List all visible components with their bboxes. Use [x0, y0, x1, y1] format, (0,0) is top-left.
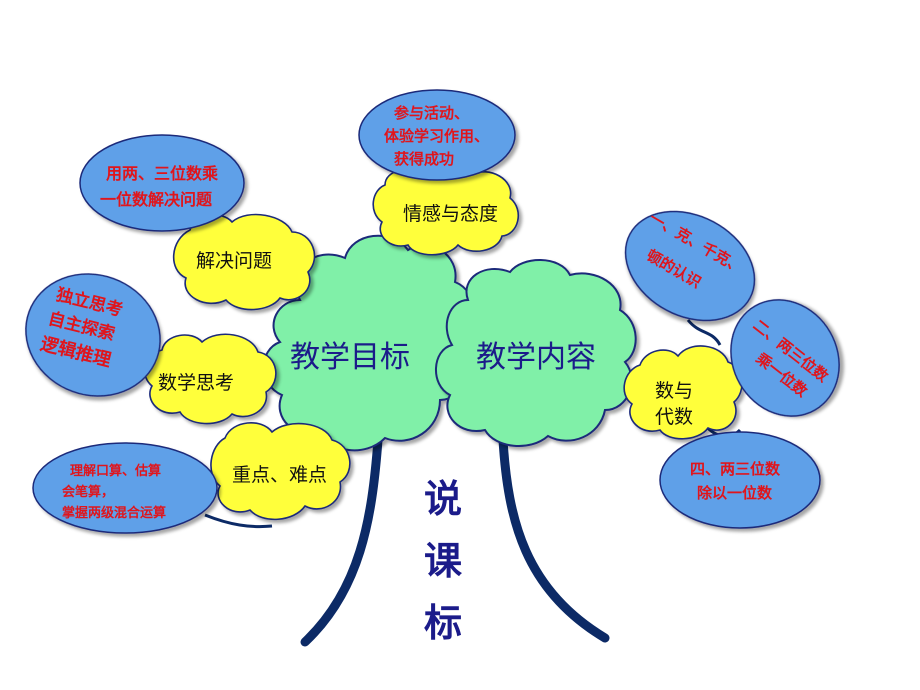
cloud-label-math-thinking: 数学思考 — [158, 372, 235, 394]
cloud-number-algebra — [623, 345, 743, 440]
vertical-title-char-3: 标 — [423, 601, 462, 645]
cloud-math-thinking — [143, 333, 277, 425]
ellipse-label-participate-3: 获得成功 — [394, 150, 455, 168]
cloud-label-number-algebra-2: 代数 — [655, 406, 694, 428]
cloud-label-number-algebra-1: 数与 — [655, 380, 694, 402]
tree-label-goals: 教学目标 — [290, 340, 410, 375]
ellipse-gram — [624, 210, 756, 322]
cloud-label-key-points: 重点、难点 — [232, 464, 328, 486]
ellipse-independent — [25, 273, 161, 397]
cloud-label-solve: 解决问题 — [196, 250, 273, 272]
ellipse-participate — [358, 89, 516, 181]
vertical-title-char-1: 说 — [423, 477, 462, 521]
right-trunk — [498, 435, 610, 643]
cloud-key-points — [210, 422, 351, 521]
left-trunk — [300, 435, 383, 647]
ellipse-label-participate-1: 参与活动、 — [394, 104, 470, 122]
ellipse-calc — [32, 442, 218, 534]
ellipse-label-use-numbers-2: 一位数解决问题 — [100, 190, 213, 209]
vertical-title-char-2: 课 — [423, 539, 462, 583]
connector-gram — [686, 319, 722, 346]
ellipse-label-divide-1: 四、两三位数 — [690, 460, 781, 478]
connector-calc — [204, 513, 273, 529]
ellipse-multiply — [730, 299, 840, 417]
vertical-title: 说 课 标 — [418, 468, 468, 654]
ellipse-divide — [659, 431, 821, 529]
ellipse-label-use-numbers-1: 用两、三位数乘 — [106, 164, 219, 183]
ellipse-label-calc-2: 会笔算， — [62, 485, 115, 500]
cloud-solve — [172, 213, 316, 311]
ellipse-label-divide-2: 除以一位数 — [697, 484, 773, 502]
cloud-label-emotion: 情感与态度 — [403, 203, 499, 225]
ellipse-label-calc-3: 掌握两级混合运算 — [62, 506, 167, 521]
right-tree-canopy — [435, 259, 637, 448]
ellipse-label-participate-2: 体验学习作用、 — [384, 127, 490, 145]
tree-label-content: 教学内容 — [476, 340, 596, 375]
ellipse-use-numbers — [79, 134, 245, 232]
ellipse-label-calc-1: 理解口算、估算 — [70, 464, 162, 479]
